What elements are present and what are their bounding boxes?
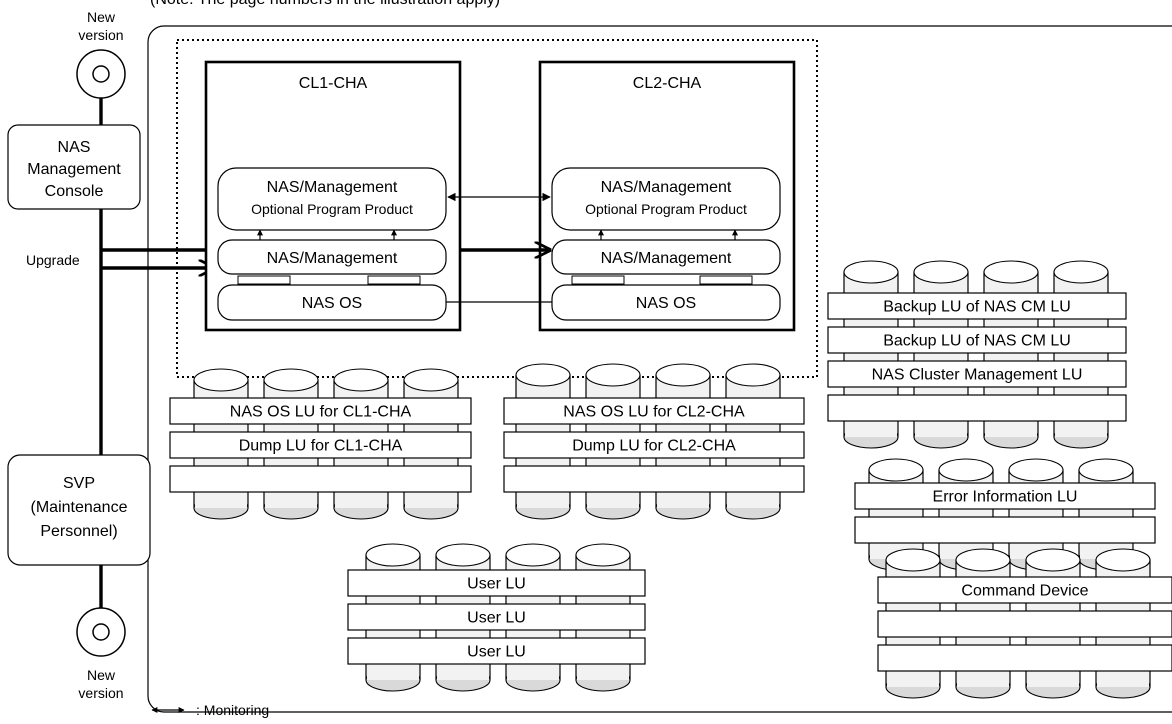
lu-bar: Error Information LU	[854, 482, 1156, 510]
cl1-os-label: NAS OS	[302, 295, 362, 312]
lu-bar	[827, 394, 1127, 422]
lu-bar: Backup LU of NAS CM LU	[827, 292, 1127, 320]
media-bottom-label-2: version	[78, 685, 123, 701]
disc-icon	[76, 49, 126, 99]
lu-bar-label: NAS OS LU for CL1-CHA	[230, 404, 412, 421]
svp-line-3: Personnel)	[40, 523, 117, 540]
media-top-label-2: version	[78, 27, 123, 43]
disc-icon	[76, 607, 126, 657]
cl1-management-label: NAS/Management	[267, 250, 398, 267]
upgrade-label: Upgrade	[26, 252, 80, 268]
svp-line-2: (Maintenance	[31, 499, 128, 516]
lu-bar: Dump LU for CL2-CHA	[503, 431, 805, 459]
lu-bar-label: Backup LU of NAS CM LU	[883, 333, 1071, 350]
lu-stack-cl1: NAS OS LU for CL1-CHA Dump LU for CL1-CHA	[169, 368, 472, 520]
lu-bar-label: Backup LU of NAS CM LU	[883, 299, 1071, 316]
lu-bar-label: Dump LU for CL2-CHA	[572, 438, 736, 455]
lu-bar-label: User LU	[467, 610, 526, 627]
cl2-management	[551, 239, 781, 275]
cl2-management-label: NAS/Management	[601, 250, 732, 267]
cl1-connector-left	[237, 275, 291, 285]
lu-bar: User LU	[347, 569, 646, 597]
cl2-connector-left	[571, 275, 625, 285]
cl2-cha: CL2-CHA NAS/Management Optional Program …	[538, 60, 796, 332]
console-line-1: NAS	[58, 139, 91, 156]
lu-bar-label: Dump LU for CL1-CHA	[239, 438, 403, 455]
cl1-connector-right	[367, 275, 421, 285]
lu-bar-label: NAS Cluster Management LU	[872, 367, 1083, 384]
lu-bar: NAS Cluster Management LU	[827, 360, 1127, 388]
cl2-connector-right	[699, 275, 753, 285]
lu-bar: User LU	[347, 637, 646, 665]
cluster-boundary	[176, 39, 818, 378]
cl2-optional-line-1: NAS/Management	[601, 179, 732, 196]
lu-bar	[854, 516, 1156, 544]
cl2-os-label: NAS OS	[636, 295, 696, 312]
lu-stack-error-information: Error Information LU	[854, 458, 1156, 571]
lu-stack-cluster-management: Backup LU of NAS CM LU Backup LU of NAS C…	[827, 260, 1127, 449]
lu-bar	[877, 610, 1172, 638]
cl1-management	[217, 239, 447, 275]
lu-bar: NAS OS LU for CL1-CHA	[169, 397, 472, 425]
lu-bar	[877, 644, 1172, 672]
cl2-optional-line-2: Optional Program Product	[585, 201, 747, 217]
cl1-cha: CL1-CHA NAS/Management Optional Program …	[204, 60, 462, 332]
lu-bar	[169, 465, 472, 493]
lu-bar-label: NAS OS LU for CL2-CHA	[563, 404, 745, 421]
cl1-title: CL1-CHA	[299, 75, 368, 92]
lu-stack-cl2: NAS OS LU for CL2-CHA Dump LU for CL2-CHA	[503, 363, 805, 520]
cl1-optional-line-2: Optional Program Product	[251, 201, 413, 217]
cl1-optional-product	[217, 167, 447, 231]
lu-bar-label: User LU	[467, 644, 526, 661]
media-top-label-1: New	[87, 9, 116, 25]
media-bottom: New version	[76, 607, 126, 701]
nas-management-console: NAS Management Console	[7, 124, 141, 210]
cl1-optional-line-1: NAS/Management	[267, 179, 398, 196]
svp-line-1: SVP	[63, 475, 95, 492]
lu-bar: Dump LU for CL1-CHA	[169, 431, 472, 459]
lu-bar: NAS OS LU for CL2-CHA	[503, 397, 805, 425]
lu-stack-user: User LU User LU User LU	[347, 543, 646, 692]
cl2-title: CL2-CHA	[633, 75, 702, 92]
legend-text: : Monitoring	[196, 702, 269, 718]
cl2-optional-product	[551, 167, 781, 231]
media-top: New version	[76, 9, 126, 99]
lu-bar-label: Command Device	[961, 583, 1088, 600]
lu-stack-command-device: Command Device	[877, 548, 1172, 699]
lu-bar: Backup LU of NAS CM LU	[827, 326, 1127, 354]
lu-bar-label: Error Information LU	[933, 489, 1078, 506]
lu-bar-label: User LU	[467, 576, 526, 593]
media-bottom-label-1: New	[87, 667, 116, 683]
svp-box: SVP (Maintenance Personnel)	[7, 454, 151, 566]
console-line-2: Management	[27, 161, 121, 178]
lu-bar: User LU	[347, 603, 646, 631]
console-line-3: Console	[45, 183, 104, 200]
lu-bar: Command Device	[877, 576, 1172, 604]
legend: : Monitoring	[151, 702, 269, 718]
lu-bar	[503, 465, 805, 493]
top-caption: (Note: The page numbers in the illustrat…	[150, 0, 500, 8]
